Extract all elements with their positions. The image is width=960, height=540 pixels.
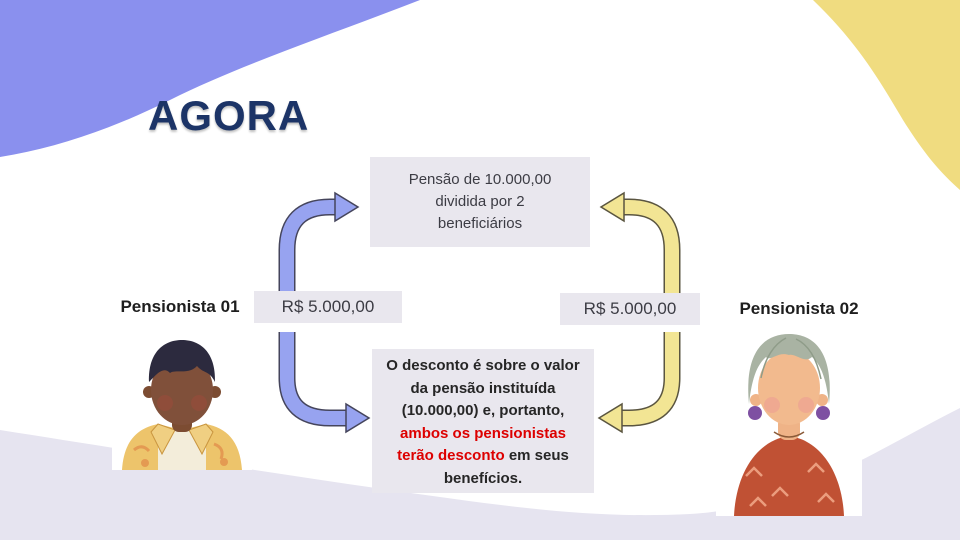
page-title: AGORA xyxy=(148,92,310,139)
note-prefix: O desconto é sobre o valor da pensão ins… xyxy=(386,357,580,419)
discount-note-box: O desconto é sobre o valor da pensão ins… xyxy=(372,349,594,493)
elderly-woman-illustration-icon xyxy=(716,324,862,516)
corner-blob-top-right xyxy=(813,0,960,190)
arrow-right-down-icon xyxy=(597,332,681,434)
avatar-pensioner-02 xyxy=(716,324,862,516)
amount-box-left: R$ 5.000,00 xyxy=(254,291,402,323)
note-suffix: em seus benefícios. xyxy=(443,447,569,487)
corner-blob-top-left xyxy=(0,0,420,157)
man-illustration-icon xyxy=(112,332,252,470)
bottom-wave xyxy=(0,408,960,540)
amount-box-right: R$ 5.000,00 xyxy=(560,293,700,325)
note-highlight: ambos os pensionistas terão desconto xyxy=(397,424,566,465)
avatar-pensioner-01 xyxy=(112,332,252,470)
pension-total-box: Pensão de 10.000,00 dividida por 2 benef… xyxy=(370,157,590,247)
pensioner-01-label: Pensionista 01 xyxy=(120,297,240,316)
pensioner-02-label: Pensionista 02 xyxy=(739,299,859,318)
arrow-left-up-icon xyxy=(278,191,360,308)
arrow-left-down-icon xyxy=(278,332,371,434)
arrow-right-up-icon xyxy=(599,191,681,308)
